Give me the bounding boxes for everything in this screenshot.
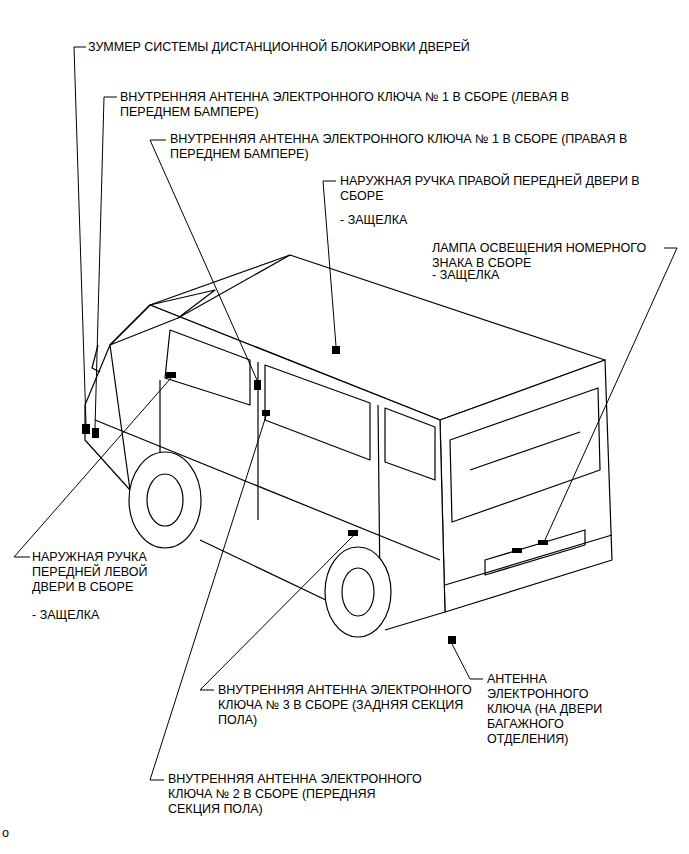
sub-label: - ЗАЩЕЛКА	[340, 213, 460, 228]
part-label: НАРУЖНАЯ РУЧКА ПРАВОЙ ПЕРЕДНЕЙ ДВЕРИ В С…	[340, 174, 665, 204]
part-label: АНТЕННА ЭЛЕКТРОННОГО КЛЮЧА (НА ДВЕРИ БАГ…	[487, 672, 612, 747]
part-label: ЛАМПА ОСВЕЩЕНИЯ НОМЕРНОГО ЗНАКА В СБОРЕ	[432, 241, 647, 271]
sub-label: - ЗАЩЕЛКА	[432, 268, 552, 283]
part-label: ВНУТРЕННЯЯ АНТЕННА ЭЛЕКТРОННОГО КЛЮЧА № …	[218, 683, 478, 728]
sub-label: - ЗАЩЕЛКА	[32, 608, 152, 623]
figure-mark: o	[2, 826, 22, 841]
part-label: НАРУЖНАЯ РУЧКА ПЕРЕДНЕЙ ЛЕВОЙ ДВЕРИ В СБ…	[32, 550, 167, 595]
part-label: ВНУТРЕННЯЯ АНТЕННА ЭЛЕКТРОННОГО КЛЮЧА № …	[170, 132, 640, 162]
part-label: ЗУММЕР СИСТЕМЫ ДИСТАНЦИОННОЙ БЛОКИРОВКИ …	[88, 40, 648, 55]
part-label: ВНУТРЕННЯЯ АНТЕННА ЭЛЕКТРОННОГО КЛЮЧА № …	[168, 772, 428, 817]
part-label: ВНУТРЕННЯЯ АНТЕННА ЭЛЕКТРОННОГО КЛЮЧА № …	[120, 90, 590, 120]
